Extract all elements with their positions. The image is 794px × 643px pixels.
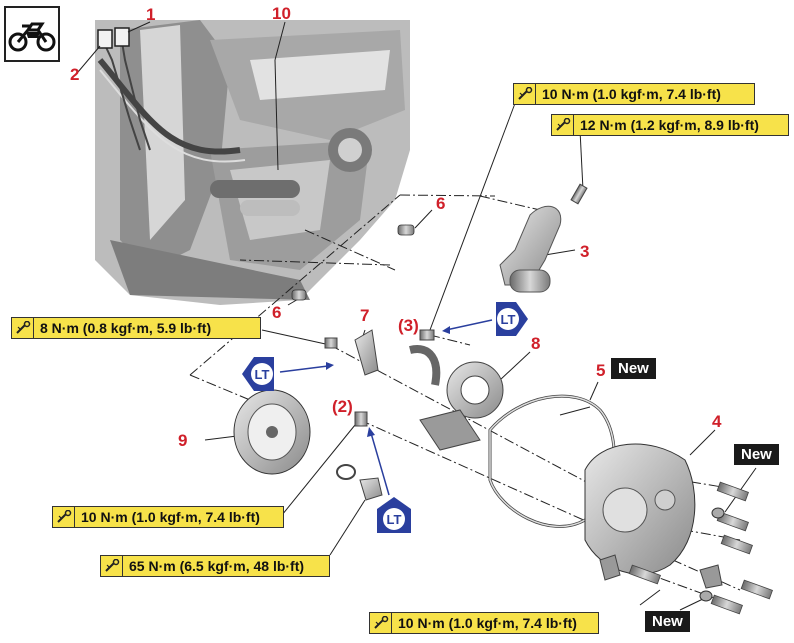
callout-3: 3 — [580, 242, 590, 261]
new-tag-gasket: New — [611, 358, 656, 379]
callout-5: 5 — [596, 361, 606, 380]
callout-9: 9 — [178, 431, 188, 450]
threadlocker-marker: LT — [377, 497, 411, 533]
flywheel-rotor — [233, 389, 311, 475]
callout-4: 4 — [712, 412, 722, 431]
callout-8: 8 — [531, 334, 541, 353]
torque-wrench-icon — [12, 318, 34, 338]
svg-text:LT: LT — [387, 512, 402, 527]
torque-wrench-icon — [552, 115, 574, 135]
threadlocker-marker: LT — [496, 302, 528, 336]
new-tag-washer: New — [734, 444, 779, 465]
callout-2-paren: (2) — [332, 397, 353, 416]
callout-10: 10 — [272, 4, 291, 23]
torque-wrench-icon — [101, 556, 123, 576]
callout-1: 1 — [146, 5, 156, 24]
torque-label-cover-bottom: 10 N·m (1.0 kgf·m, 7.4 lb·ft) — [369, 612, 599, 634]
torque-label-rotor-nut: 65 N·m (6.5 kgf·m, 48 lb·ft) — [100, 555, 330, 577]
callout-6b: 6 — [272, 303, 282, 322]
new-tag-lower-washer: New — [645, 611, 690, 632]
engine-assembly — [95, 20, 410, 305]
torque-wrench-icon — [514, 84, 536, 104]
torque-wrench-icon — [53, 507, 75, 527]
callout-6a: 6 — [436, 194, 446, 213]
callout-2: 2 — [70, 65, 80, 84]
callout-3-paren: (3) — [398, 316, 419, 335]
torque-label-shift-arm: 12 N·m (1.2 kgf·m, 8.9 lb·ft) — [551, 114, 789, 136]
callout-7: 7 — [360, 306, 370, 325]
generator-cover — [584, 443, 696, 575]
svg-text:LT: LT — [501, 312, 516, 327]
torque-label-stator-lead: 8 N·m (0.8 kgf·m, 5.9 lb·ft) — [11, 317, 261, 339]
threadlocker-marker: LT — [242, 357, 274, 391]
stator — [446, 361, 504, 419]
torque-label-cover-top: 10 N·m (1.0 kgf·m, 7.4 lb·ft) — [513, 83, 755, 105]
shift-arm — [499, 205, 562, 293]
motorcycle-icon — [4, 6, 60, 62]
svg-text:LT: LT — [255, 367, 270, 382]
torque-wrench-icon — [370, 613, 392, 633]
torque-label-stator-bolt: 10 N·m (1.0 kgf·m, 7.4 lb·ft) — [52, 506, 284, 528]
